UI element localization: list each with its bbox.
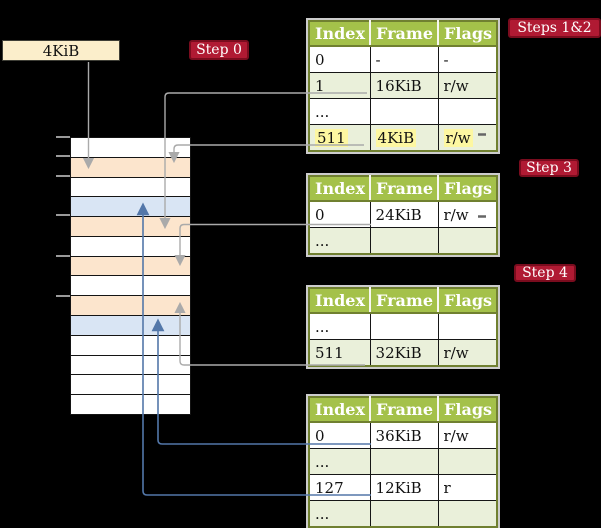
step-0-badge: Step 0 <box>189 40 249 60</box>
table-cell <box>369 98 439 125</box>
column-header: Frame <box>369 176 439 202</box>
table-cell: 1 <box>308 72 371 99</box>
column-header: Index <box>309 176 371 202</box>
table-cell: r/w <box>437 339 498 367</box>
column-header: Index <box>309 288 371 314</box>
table-cell: 16KiB <box>369 72 439 99</box>
memory-row-white <box>71 138 190 158</box>
memory-row-blue <box>71 197 190 218</box>
tick-mark <box>56 214 70 216</box>
highlighted-value: 511 <box>315 128 348 147</box>
table-cell: 32KiB <box>369 339 439 367</box>
memory-column <box>70 137 191 415</box>
tick-mark <box>56 295 70 297</box>
table-cell: ... <box>308 227 371 255</box>
table-row: 0-- <box>308 45 498 73</box>
highlighted-value: 4KiB <box>375 128 417 147</box>
tick-mark <box>56 175 70 177</box>
step-3-badge: Step 3 <box>519 159 579 177</box>
column-header: Frame <box>369 288 439 314</box>
table-cell: ... <box>308 448 371 475</box>
table-row: ... <box>308 448 498 475</box>
table-cell: r/w <box>437 200 498 228</box>
table-cell: r <box>437 474 498 501</box>
tick-mark <box>56 136 70 138</box>
table-cell: 127 <box>308 474 371 501</box>
table-cell <box>437 227 498 255</box>
table-cell <box>437 500 498 528</box>
table-cell <box>369 227 439 255</box>
table-cell: 36KiB <box>369 421 439 449</box>
table-row: ... <box>308 98 498 125</box>
table-cell: 0 <box>308 200 371 228</box>
table-cell <box>369 312 439 340</box>
table-cell: 511 <box>308 339 371 367</box>
table-cell <box>369 448 439 475</box>
table-cell: ... <box>308 312 371 340</box>
table-cell: 12KiB <box>369 474 439 501</box>
column-header: Index <box>309 21 371 47</box>
frame-size-box: 4KiB <box>2 40 120 61</box>
column-header: Flags <box>437 397 498 423</box>
column-header: Flags <box>437 288 498 314</box>
memory-row-orange <box>71 157 190 178</box>
column-header: Flags <box>437 176 498 202</box>
steps-1-2-badge: Steps 1&2 <box>508 18 601 38</box>
table-row: ... <box>308 312 498 340</box>
memory-row-white <box>71 236 190 257</box>
table-cell: 24KiB <box>369 200 439 228</box>
table-row: ... <box>308 227 498 255</box>
column-header: Flags <box>437 21 498 47</box>
table-cell: 0 <box>308 421 371 449</box>
table-row: 511 4KiB r/w <box>308 124 498 152</box>
table-cell <box>437 98 498 125</box>
memory-row-white <box>71 355 190 376</box>
column-header: Frame <box>369 397 439 423</box>
memory-row-orange <box>71 296 190 317</box>
table-cell: 511 <box>308 124 371 152</box>
table-cell: r/w <box>437 421 498 449</box>
column-header: Frame <box>369 21 439 47</box>
table-cell: r/w <box>437 124 498 152</box>
table-cell: - <box>369 45 439 73</box>
highlighted-value: r/w <box>443 128 473 147</box>
tick-mark <box>56 255 70 257</box>
table-cell <box>437 448 498 475</box>
memory-row-white <box>71 276 190 297</box>
table-cell: ... <box>308 98 371 125</box>
memory-row-orange <box>71 256 190 277</box>
table-cell: r/w <box>437 72 498 99</box>
memory-row-white <box>71 375 190 396</box>
memory-row-orange <box>71 217 190 237</box>
table-cell <box>369 500 439 528</box>
table-cell <box>437 312 498 340</box>
memory-row-white <box>71 335 190 356</box>
table-row: ... <box>308 500 498 528</box>
tick-mark <box>56 155 70 157</box>
memory-row-white <box>71 177 190 198</box>
table-cell: 4KiB <box>369 124 439 152</box>
memory-row-blue <box>71 316 190 336</box>
memory-row-white <box>71 395 190 414</box>
table-cell: 0 <box>308 45 371 73</box>
column-header: Index <box>309 397 371 423</box>
step-4-badge: Step 4 <box>514 264 576 282</box>
table-cell: ... <box>308 500 371 528</box>
table-cell: - <box>437 45 498 73</box>
